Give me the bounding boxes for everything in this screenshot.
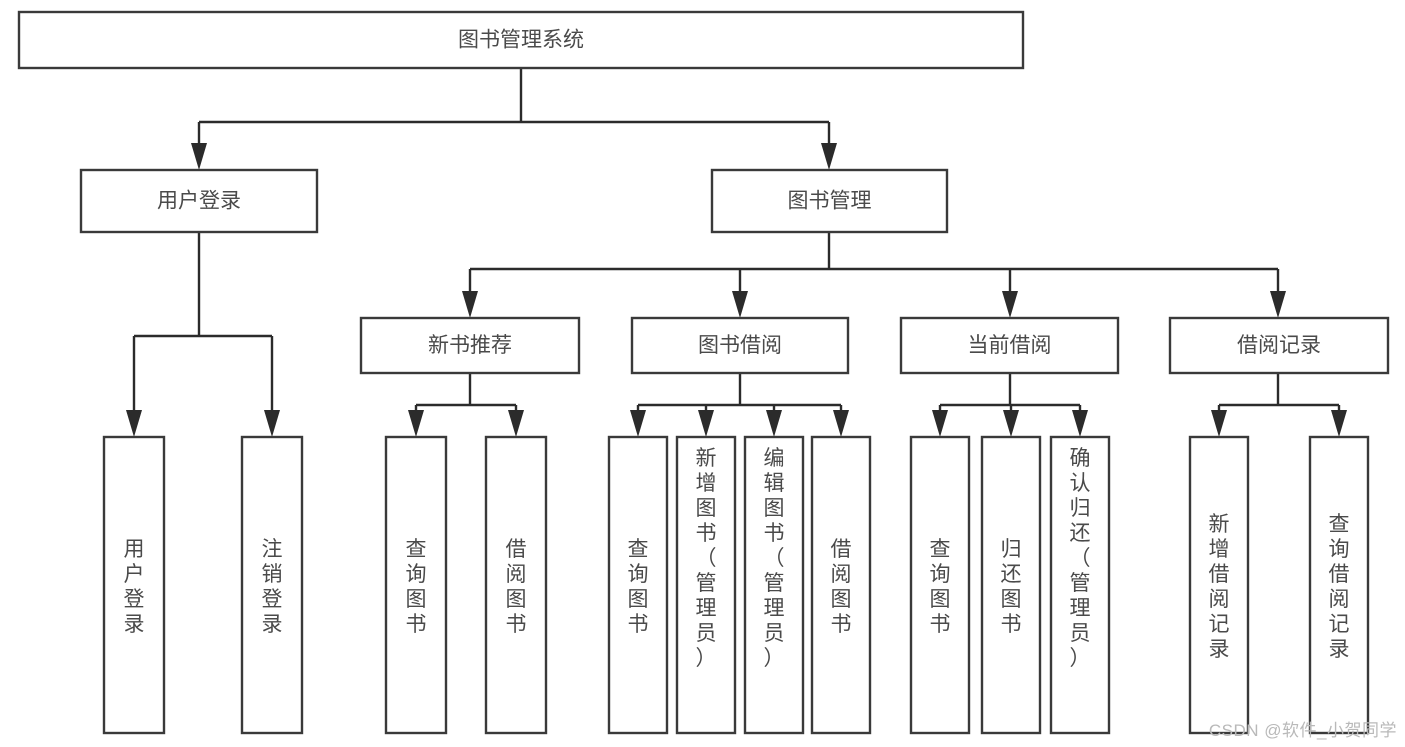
arrow-bm-to-current — [1002, 291, 1018, 318]
node-borrow-record-label: 借阅记录 — [1237, 334, 1321, 357]
node-leaf-borrow-book-label: 借阅图书 — [831, 538, 852, 636]
connector-group-current-borrow — [932, 373, 1088, 437]
node-leaf-edit-book-box[interactable] — [743, 435, 805, 735]
node-current-borrow[interactable]: 当前借阅 — [899, 316, 1120, 375]
arrow-bm-to-recommend — [462, 291, 478, 318]
node-root-box[interactable] — [17, 10, 1025, 70]
node-current-borrow-label: 当前借阅 — [968, 334, 1052, 357]
connector-group-user-login — [126, 232, 280, 437]
node-borrow-record[interactable]: 借阅记录 — [1168, 316, 1390, 375]
node-leaf-return-book[interactable]: 归还图书 — [980, 435, 1042, 735]
arrow-br-to-leaf2 — [1331, 410, 1347, 437]
node-leaf-confirm-return-box[interactable] — [1049, 435, 1111, 735]
node-leaf-add-book[interactable]: 新增图书（管理员） — [675, 435, 737, 735]
node-leaf-query-book-recommend-box[interactable] — [384, 435, 448, 735]
node-leaf-query-book-borrow-box[interactable] — [607, 435, 669, 735]
node-leaf-edit-book-label: 编辑图书（管理员） — [764, 447, 785, 670]
arrow-cb-to-leaf2 — [1003, 410, 1019, 437]
node-leaf-query-book-current[interactable]: 查询图书 — [909, 435, 971, 735]
arrow-cb-to-leaf3 — [1072, 410, 1088, 437]
node-new-book-recommend[interactable]: 新书推荐 — [359, 316, 581, 375]
node-leaf-logout[interactable]: 注销登录 — [240, 435, 304, 735]
node-leaf-add-book-box[interactable] — [675, 435, 737, 735]
node-book-management-box[interactable] — [710, 168, 949, 234]
node-leaf-borrow-book[interactable]: 借阅图书 — [810, 435, 872, 735]
node-leaf-return-book-label: 归还图书 — [1001, 538, 1022, 636]
connector-group-book-borrow — [630, 373, 849, 437]
node-leaf-user-login[interactable]: 用户登录 — [102, 435, 166, 735]
arrow-bb-to-leaf1 — [630, 410, 646, 437]
node-book-borrow-box[interactable] — [630, 316, 850, 375]
node-leaf-query-book-borrow-label: 查询图书 — [628, 538, 649, 636]
node-leaf-query-borrow-record[interactable]: 查询借阅记录 — [1308, 435, 1370, 735]
node-root[interactable]: 图书管理系统 — [17, 10, 1025, 70]
node-leaf-borrow-book-recommend-label: 借阅图书 — [506, 538, 527, 636]
node-leaf-edit-book[interactable]: 编辑图书（管理员） — [743, 435, 805, 735]
arrow-nbr-to-leaf2 — [508, 410, 524, 437]
nodes-layer: 图书管理系统用户登录图书管理新书推荐图书借阅当前借阅借阅记录用户登录注销登录查询… — [17, 10, 1390, 735]
node-leaf-query-book-borrow[interactable]: 查询图书 — [607, 435, 669, 735]
node-leaf-add-book-label: 新增图书（管理员） — [696, 447, 717, 670]
arrow-root-to-book-management — [821, 143, 837, 170]
arrow-nbr-to-leaf1 — [408, 410, 424, 437]
node-leaf-query-borrow-record-box[interactable] — [1308, 435, 1370, 735]
node-root-label: 图书管理系统 — [458, 29, 584, 52]
node-leaf-add-borrow-record-box[interactable] — [1188, 435, 1250, 735]
arrow-cb-to-leaf1 — [932, 410, 948, 437]
node-user-login-label: 用户登录 — [157, 190, 241, 213]
node-book-management[interactable]: 图书管理 — [710, 168, 949, 234]
arrow-bb-to-leaf3 — [766, 410, 782, 437]
connector-group-root — [191, 68, 837, 170]
node-leaf-add-borrow-record[interactable]: 新增借阅记录 — [1188, 435, 1250, 735]
arrow-ul-to-leaf2 — [264, 410, 280, 437]
node-current-borrow-box[interactable] — [899, 316, 1120, 375]
node-leaf-user-login-box[interactable] — [102, 435, 166, 735]
node-leaf-return-book-box[interactable] — [980, 435, 1042, 735]
node-borrow-record-box[interactable] — [1168, 316, 1390, 375]
arrow-root-to-user-login — [191, 143, 207, 170]
connector-group-book-management — [462, 232, 1286, 318]
node-leaf-borrow-book-box[interactable] — [810, 435, 872, 735]
arrow-bb-to-leaf4 — [833, 410, 849, 437]
connector-group-borrow-record — [1211, 373, 1347, 437]
node-new-book-recommend-label: 新书推荐 — [428, 334, 512, 357]
arrow-br-to-leaf1 — [1211, 410, 1227, 437]
node-leaf-confirm-return-label: 确认归还（管理员） — [1070, 447, 1091, 670]
arrow-bb-to-leaf2 — [698, 410, 714, 437]
node-user-login-box[interactable] — [79, 168, 319, 234]
node-leaf-logout-label: 注销登录 — [262, 538, 283, 636]
node-user-login[interactable]: 用户登录 — [79, 168, 319, 234]
node-leaf-borrow-book-recommend-box[interactable] — [484, 435, 548, 735]
arrow-bm-to-record — [1270, 291, 1286, 318]
node-leaf-query-borrow-record-label: 查询借阅记录 — [1329, 513, 1350, 661]
node-leaf-query-book-recommend-label: 查询图书 — [406, 538, 427, 636]
node-book-management-label: 图书管理 — [788, 190, 872, 213]
node-book-borrow[interactable]: 图书借阅 — [630, 316, 850, 375]
node-leaf-query-book-current-label: 查询图书 — [930, 538, 951, 636]
node-leaf-confirm-return[interactable]: 确认归还（管理员） — [1049, 435, 1111, 735]
node-leaf-query-book-current-box[interactable] — [909, 435, 971, 735]
node-leaf-user-login-label: 用户登录 — [124, 538, 145, 636]
node-book-borrow-label: 图书借阅 — [698, 334, 782, 357]
arrow-bm-to-borrow — [732, 291, 748, 318]
node-leaf-borrow-book-recommend[interactable]: 借阅图书 — [484, 435, 548, 735]
node-leaf-query-book-recommend[interactable]: 查询图书 — [384, 435, 448, 735]
node-leaf-add-borrow-record-label: 新增借阅记录 — [1209, 513, 1230, 661]
node-leaf-logout-box[interactable] — [240, 435, 304, 735]
watermark-label: CSDN @软件_小贺同学 — [1208, 721, 1397, 740]
arrow-ul-to-leaf1 — [126, 410, 142, 437]
connector-group-new-book-recommend — [408, 373, 524, 437]
node-new-book-recommend-box[interactable] — [359, 316, 581, 375]
